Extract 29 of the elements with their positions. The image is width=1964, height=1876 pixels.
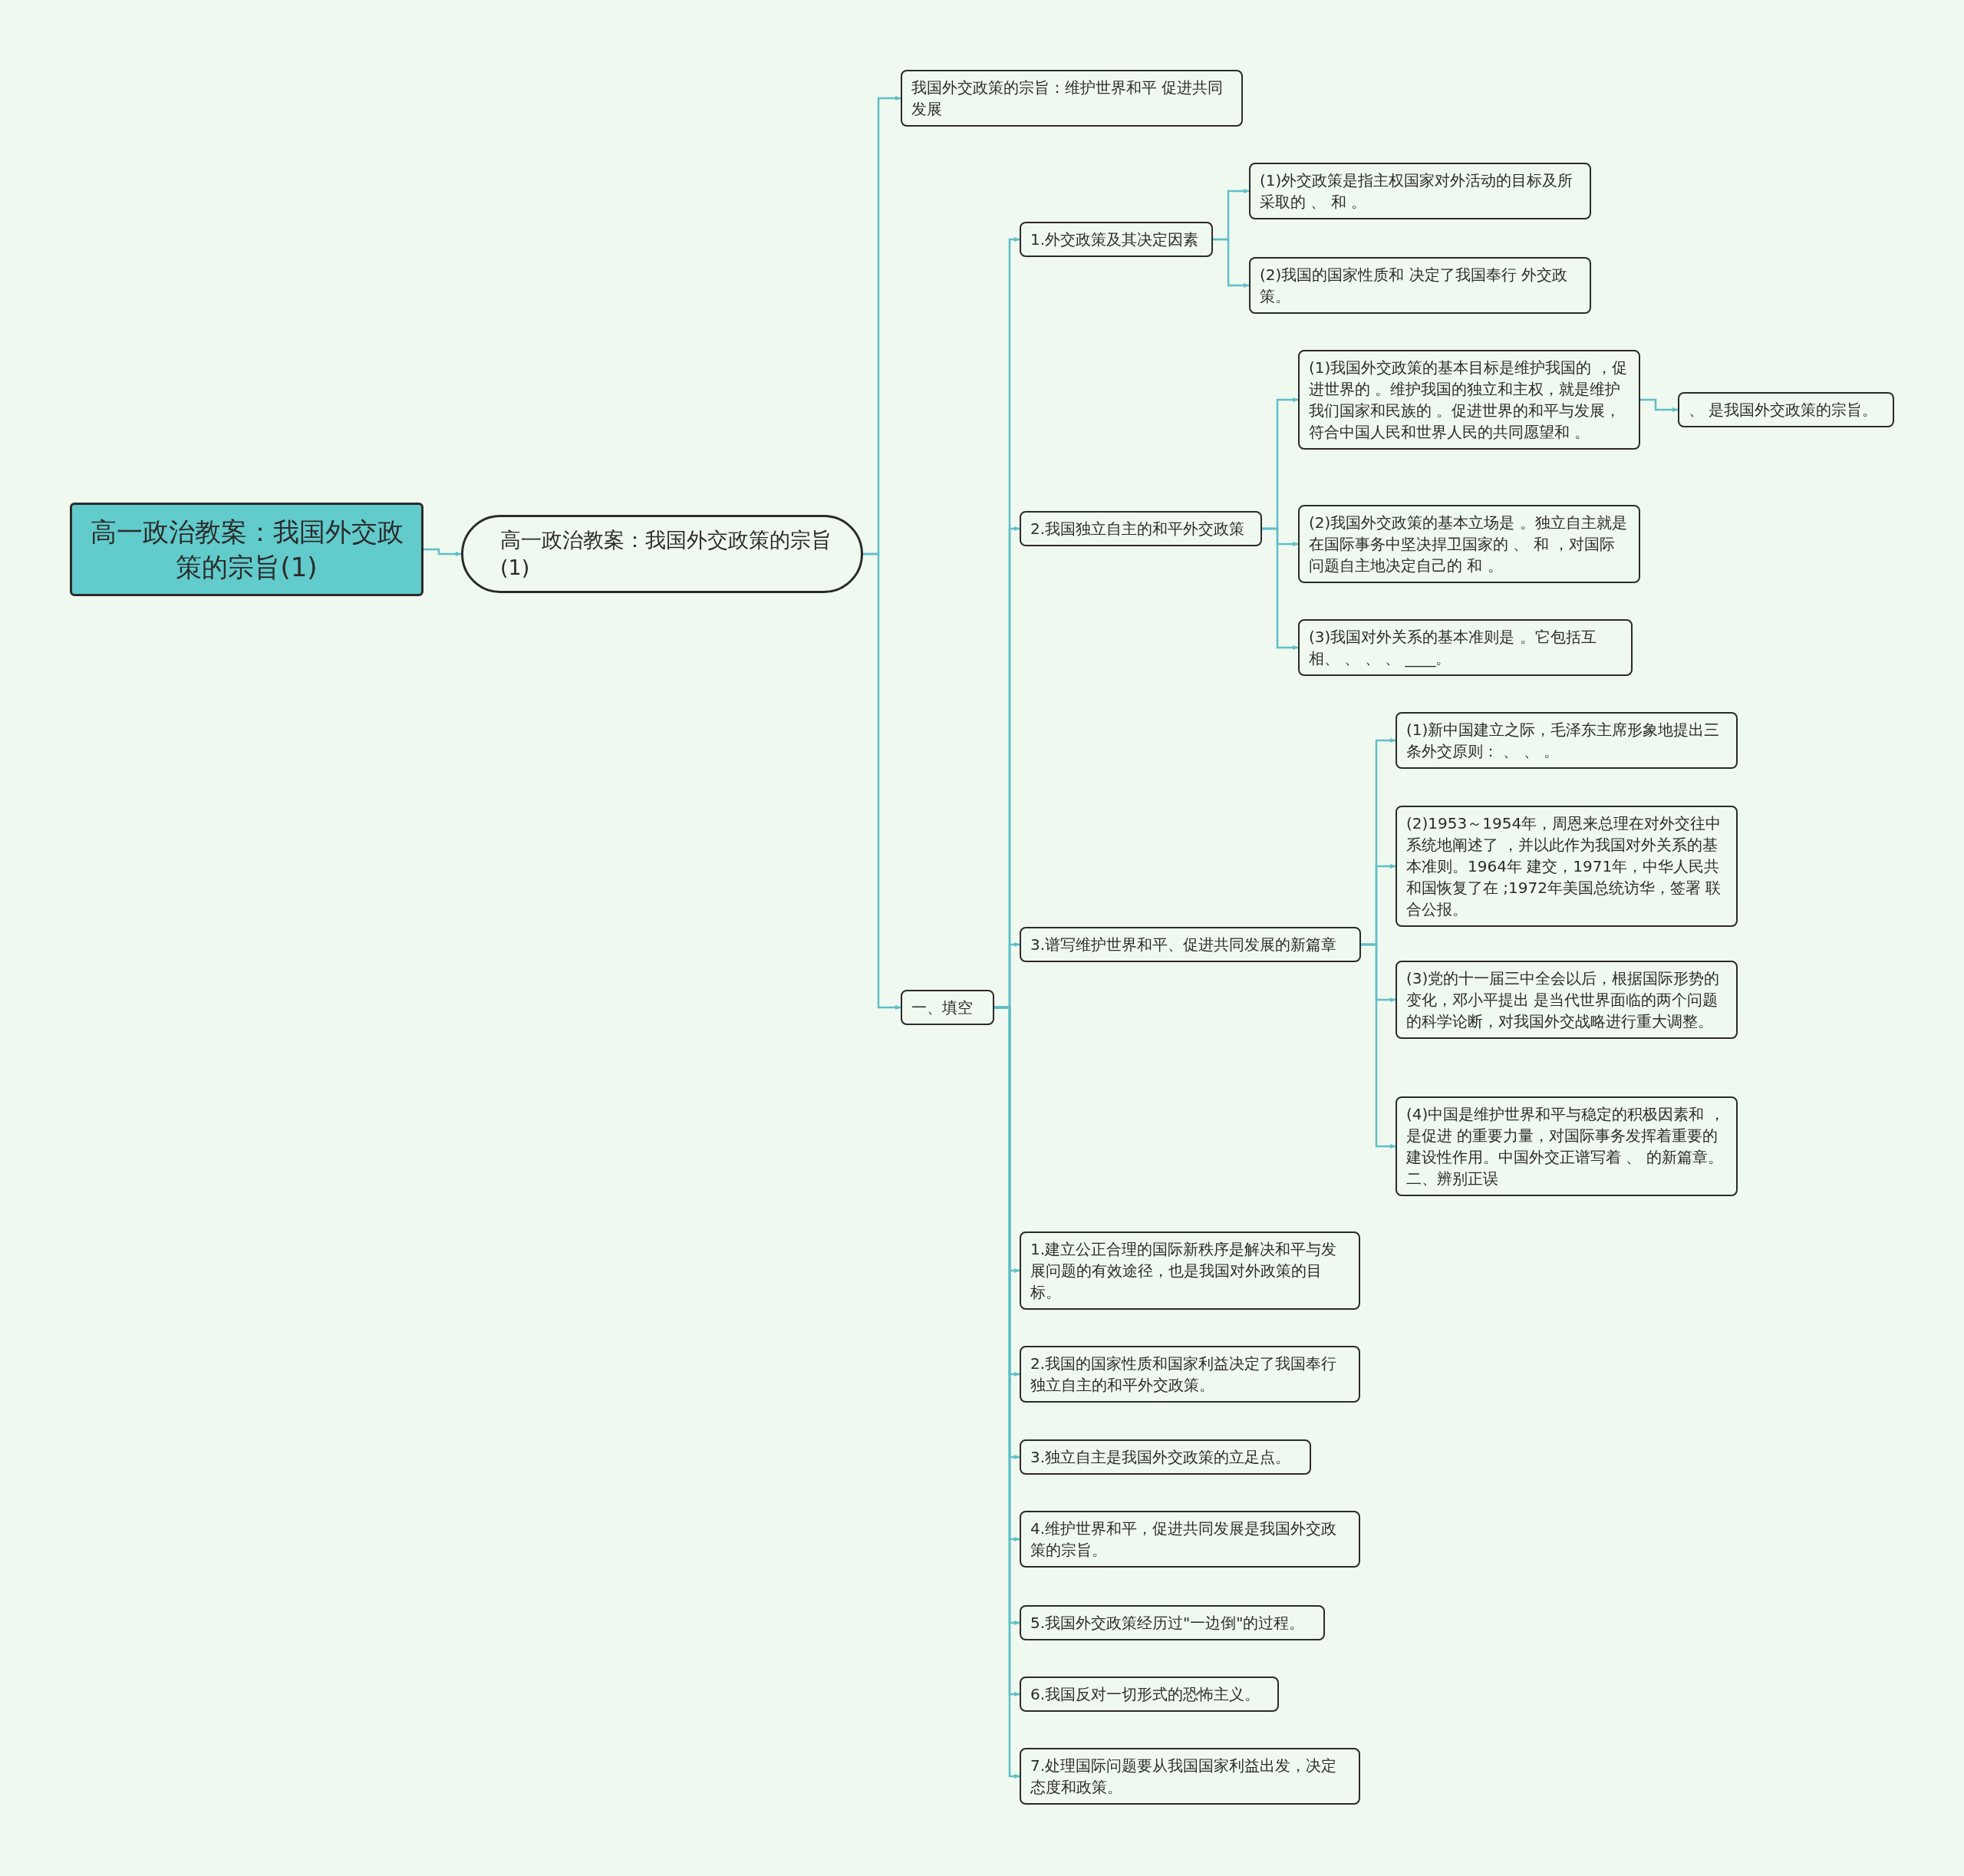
topic-box: 7.处理国际问题要从我国国家利益出发，决定态度和政策。 [1020, 1748, 1360, 1805]
topic-box: (2)1953～1954年，周恩来总理在对外交往中系统地阐述了 ，并以此作为我国对外关系的基本准则。1964年 建交，1971年，中华人民共和国恢复了在 ;1972年美国总统访华，签署 联合公报。 [1396, 806, 1738, 927]
topic-box: 我国外交政策的宗旨：维护世界和平 促进共同发展 [901, 70, 1243, 127]
topic-box: 、 是我国外交政策的宗旨。 [1678, 392, 1894, 427]
topic-box: (1)我国外交政策的基本目标是维护我国的 ，促进世界的 。维护我国的独立和主权，就是维护我们国家和民族的 。促进世界的和平与发展，符合中国人民和世界人民的共同愿望和 。 [1298, 350, 1640, 450]
topic-box: 3.谱写维护世界和平、促进共同发展的新篇章 [1020, 927, 1361, 962]
connector-arrow [423, 548, 462, 557]
connector-arrow [863, 552, 901, 1011]
topic-box: (4)中国是维护世界和平与稳定的积极因素和 ，是促进 的重要力量，对国际事务发挥着重要的建设性作用。中国外交正谱写着 、 的新篇章。二、辨别正误 [1396, 1096, 1738, 1196]
topic-box: (1)外交政策是指主权国家对外活动的目标及所采取的 、 和 。 [1249, 163, 1591, 219]
topic-box: (3)我国对外关系的基本准则是 。它包括互相、 、 、 、 ____。 [1298, 619, 1633, 676]
connector-arrow [1262, 527, 1299, 651]
topic-box: 2.我国独立自主的和平外交政策 [1020, 511, 1262, 546]
connector-arrow [1640, 398, 1679, 413]
root-topic-box: 高一政治教案：我国外交政策的宗旨(1) [70, 503, 423, 596]
topic-box: 1.建立公正合理的国际新秩序是解决和平与发展问题的有效途径，也是我国对外政策的目标。 [1020, 1231, 1360, 1310]
topic-box: 3.独立自主是我国外交政策的立足点。 [1020, 1439, 1311, 1475]
topic-box: (3)党的十一届三中全会以后，根据国际形势的变化，邓小平提出 是当代世界面临的两个问题的科学论断，对我国外交战略进行重大调整。 [1396, 961, 1738, 1039]
connector-arrow [1361, 943, 1396, 1149]
topic-box: 一、填空 [901, 990, 994, 1025]
topic-box: 1.外交政策及其决定因素 [1020, 222, 1213, 257]
topic-box: 6.我国反对一切形式的恐怖主义。 [1020, 1677, 1279, 1712]
connector-arrow [1213, 238, 1250, 288]
topic-box: (2)我国外交政策的基本立场是 。独立自主就是在国际事务中坚决捍卫国家的 、 和 ，对国际问题自主地决定自己的 和 。 [1298, 505, 1640, 583]
topic-box: (1)新中国建立之际，毛泽东主席形象地提出三条外交原则： 、 、 。 [1396, 712, 1738, 769]
topic-box: 4.维护世界和平，促进共同发展是我国外交政策的宗旨。 [1020, 1511, 1360, 1568]
topic-box: (2)我国的国家性质和 决定了我国奉行 外交政策。 [1249, 257, 1591, 314]
topic-box: 2.我国的国家性质和国家利益决定了我国奉行独立自主的和平外交政策。 [1020, 1346, 1360, 1403]
topic-box: 5.我国外交政策经历过"一边倒"的过程。 [1020, 1605, 1325, 1640]
